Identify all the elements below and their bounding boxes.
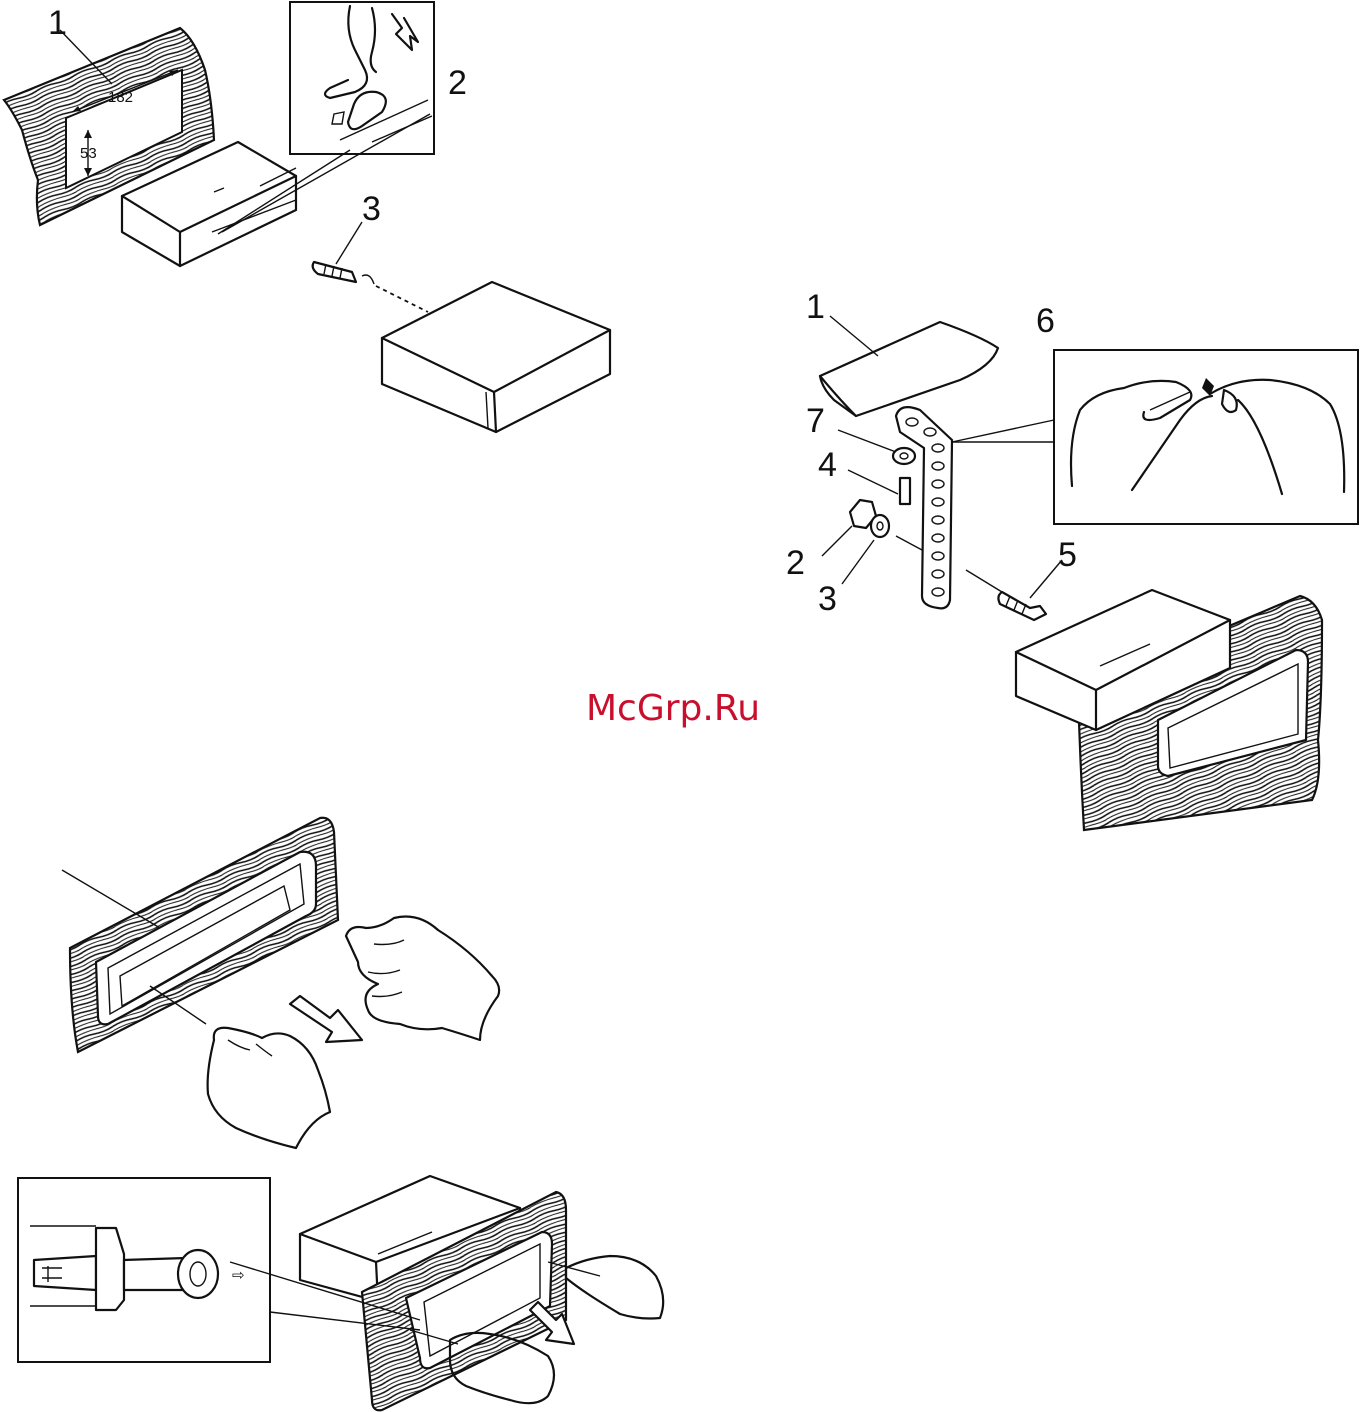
radio-unit	[382, 282, 610, 432]
callout-2: 2	[448, 64, 467, 102]
callout-3: 3	[362, 190, 381, 228]
callout-5: 5	[1058, 536, 1077, 574]
washer-bottom	[871, 515, 889, 537]
hand-right	[346, 917, 499, 1041]
dimension-height-label: 53	[80, 145, 97, 162]
dashboard-piece	[820, 322, 998, 416]
callout-7: 7	[806, 402, 825, 440]
bolt	[900, 478, 910, 504]
callout-1: 1	[806, 288, 825, 326]
callout-2: 2	[786, 544, 805, 582]
dimension-width-label: 182	[108, 89, 133, 106]
watermark-text: McGrp.Ru	[586, 688, 760, 729]
callout-4: 4	[818, 446, 837, 484]
hand-left	[208, 1028, 330, 1148]
pull-arrow	[290, 996, 362, 1042]
stud-bolt	[998, 592, 1046, 620]
washer-top	[893, 448, 915, 464]
key-arrow-glyph: ⇨	[232, 1267, 245, 1284]
figure-dashboard-cutout: 182 53 1 2 3	[4, 2, 610, 432]
figure-rear-bracket: 1 6 7 4 2 3 5	[786, 288, 1358, 830]
perforated-strap	[896, 407, 952, 608]
screw-dashed-guide	[376, 286, 428, 312]
inset-detail-box	[290, 2, 434, 154]
callout-3: 3	[818, 580, 837, 618]
figure-unit-removal: ⇨	[18, 1176, 663, 1410]
figure-trim-removal	[62, 818, 499, 1148]
fixing-screw	[313, 262, 374, 284]
hand-key-right	[566, 1256, 663, 1319]
hands-detail-box	[1054, 350, 1358, 524]
callout-1: 1	[48, 4, 67, 42]
callout-6: 6	[1036, 302, 1055, 340]
